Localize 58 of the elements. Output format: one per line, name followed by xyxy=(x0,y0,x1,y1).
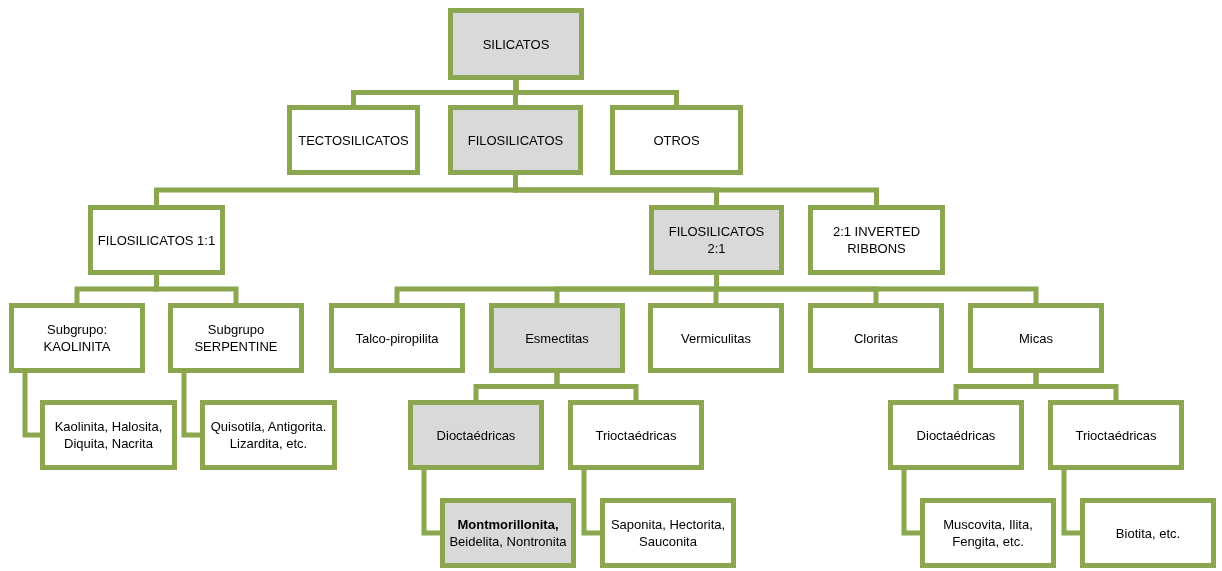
category-box xyxy=(1080,498,1216,568)
box-label: Montmorillonita, Beidelita, Nontronita xyxy=(449,516,567,550)
category-box xyxy=(448,105,583,175)
category-box xyxy=(287,105,420,175)
connector-line xyxy=(581,470,600,536)
box-label: 2:1 INVERTED RIBBONS xyxy=(831,223,922,257)
connector-line xyxy=(513,80,679,105)
connector-line xyxy=(154,275,239,303)
category-box xyxy=(40,400,177,470)
box-label: Saponita, Hectorita, Sauconita xyxy=(609,516,727,550)
connector-line xyxy=(22,373,40,438)
box-label: Dioctaédricas xyxy=(436,426,516,444)
category-box xyxy=(600,498,736,568)
category-box xyxy=(408,400,544,470)
box-label: SILICATOS xyxy=(482,35,550,53)
box-label: Subgrupo: KAOLINITA xyxy=(42,321,112,355)
category-box xyxy=(9,303,145,373)
category-box xyxy=(88,205,225,275)
box-label: TECTOSILICATOS xyxy=(298,131,409,149)
category-box xyxy=(1048,400,1184,470)
box-label: FILOSILICATOS 2:1 xyxy=(667,223,766,257)
box-label: Quisotila, Antigorita. Lizardita, etc. xyxy=(209,418,328,452)
connector-line xyxy=(554,373,639,400)
box-label: Kaolinita, Halosita, Diquita, Nacrita xyxy=(53,418,164,452)
connector-line xyxy=(901,470,920,536)
category-box xyxy=(920,498,1056,568)
box-label: Subgrupo SERPENTINE xyxy=(193,321,279,355)
category-box xyxy=(568,400,704,470)
category-box xyxy=(168,303,304,373)
category-box xyxy=(649,205,784,275)
box-label: Muscovita, Ilita, Fengita, etc. xyxy=(942,516,1034,550)
category-box xyxy=(200,400,337,470)
box-label: Talco-piropilita xyxy=(355,329,439,347)
box-label: FILOSILICATOS 1:1 xyxy=(97,231,216,249)
category-box xyxy=(808,205,945,275)
category-box xyxy=(808,303,944,373)
connector-line xyxy=(421,470,440,536)
box-label: OTROS xyxy=(653,131,700,149)
box-label: Biotita, etc. xyxy=(1115,524,1181,542)
box-label: Dioctaédricas xyxy=(916,426,996,444)
category-box xyxy=(448,8,584,80)
box-label: Micas xyxy=(1019,329,1053,347)
connector-line xyxy=(181,373,200,438)
category-box xyxy=(329,303,465,373)
category-box xyxy=(440,498,576,568)
category-box xyxy=(968,303,1104,373)
box-label: FILOSILICATOS xyxy=(467,131,564,149)
box-label: Esmectitas xyxy=(525,329,589,347)
connector-line xyxy=(1061,470,1080,536)
category-box xyxy=(610,105,743,175)
box-label: Trioctaédricas xyxy=(595,426,677,444)
category-box xyxy=(648,303,784,373)
box-label: Trioctaédricas xyxy=(1075,426,1157,444)
category-box xyxy=(888,400,1024,470)
connector-line xyxy=(1033,373,1119,400)
box-label: Vermiculitas xyxy=(680,329,752,347)
category-box xyxy=(489,303,625,373)
box-label: Cloritas xyxy=(853,329,899,347)
